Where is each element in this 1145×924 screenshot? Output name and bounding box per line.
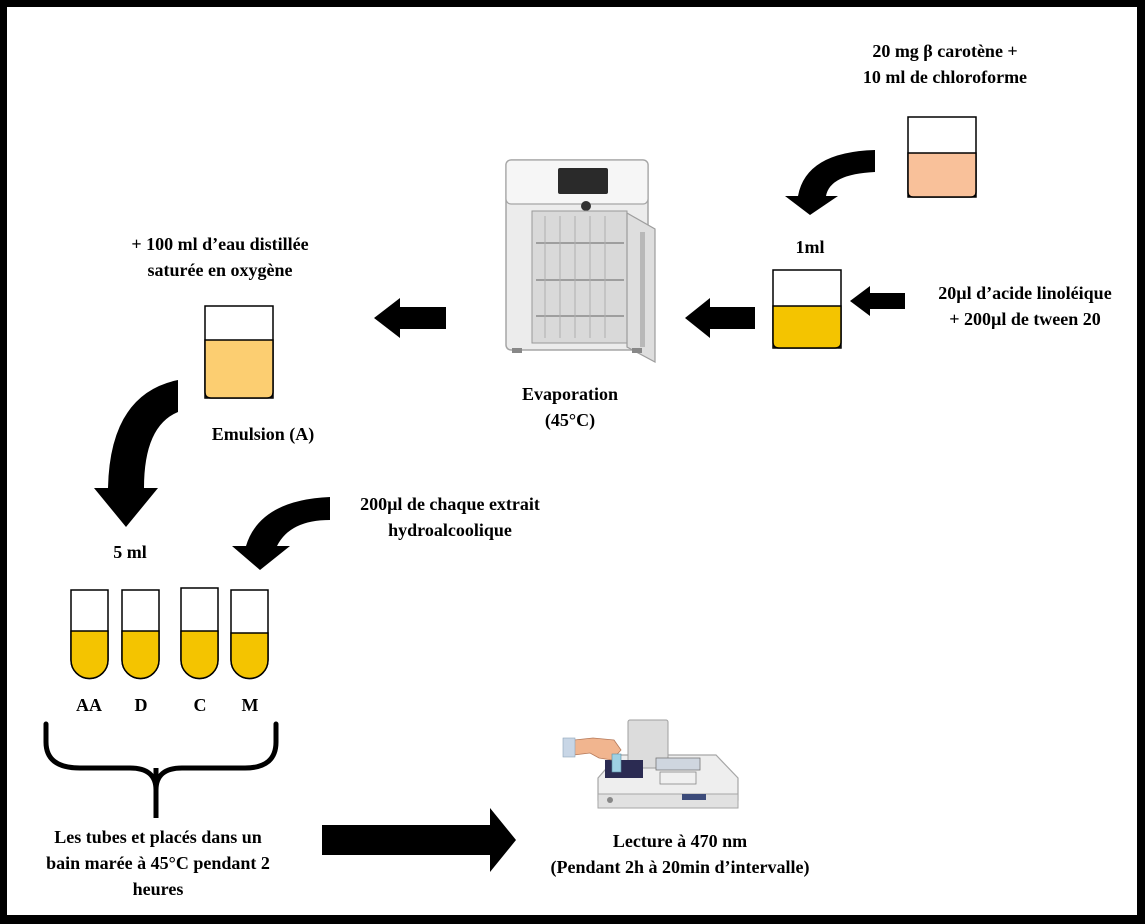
tube-m (230, 589, 269, 680)
curly-brace (43, 721, 279, 793)
carotene-label: 20 mg β carotène + 10 ml de chloroforme (862, 41, 1028, 87)
arrow-to-spectrophotometer (322, 808, 516, 872)
spectrophotometer-icon (562, 719, 739, 809)
curved-arrow-carotene (785, 150, 875, 215)
evaporation-label: Evaporation (45°C) (521, 384, 618, 430)
tube-d (121, 589, 160, 680)
emulsion-label: Emulsion (A) (211, 424, 315, 444)
linoleic-label: 20µl d’acide linoléique + 200µl de tween… (938, 283, 1112, 329)
tube-label-c: C (193, 695, 207, 715)
arrow-beaker-to-oven (685, 298, 755, 338)
curved-arrow-emulsion (94, 380, 178, 527)
water-label: + 100 ml d’eau distillée saturée en oxyg… (131, 234, 309, 280)
arrow-oven-to-emulsion (374, 298, 446, 338)
carotene-beaker (907, 116, 977, 198)
emulsion-beaker (204, 305, 274, 399)
tube-label-m: M (241, 695, 259, 715)
curved-arrow-extract (232, 497, 330, 570)
tube-c (180, 587, 219, 680)
linoleic-beaker (772, 269, 842, 349)
arrow-linoleic-to-beaker (850, 286, 905, 316)
tube-label-d: D (134, 695, 148, 715)
incubator-oven-icon (505, 159, 656, 364)
incubation-label: Les tubes et placés dans un bain marée à… (46, 827, 270, 899)
volume-5ml-label: 5 ml (113, 542, 147, 562)
extract-label: 200µl de chaque extrait hydroalcoolique (360, 494, 540, 540)
tube-aa (70, 589, 109, 680)
tube-label-aa: AA (76, 695, 102, 715)
volume-1ml-label: 1ml (795, 237, 825, 257)
reading-label: Lecture à 470 nm (Pendant 2h à 20min d’i… (550, 831, 810, 877)
